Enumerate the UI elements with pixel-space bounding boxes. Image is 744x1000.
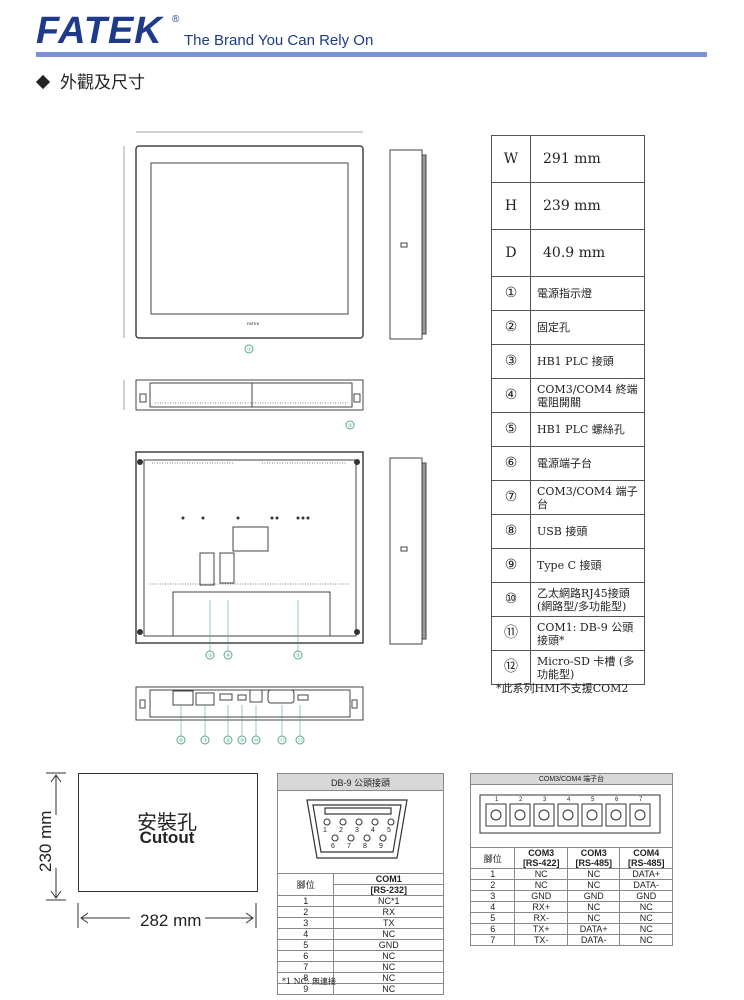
callout-1: ①	[247, 347, 252, 353]
callout-3: ③	[208, 653, 213, 659]
db9-col-std: [RS-232]	[333, 884, 444, 896]
com34-title: COM3/COM4 端子台	[470, 773, 673, 785]
callout-2: ②	[348, 423, 353, 429]
brand-logo: FATEK	[36, 10, 163, 52]
db9-col-com: COM1	[333, 873, 444, 885]
cutout-label-cn: 安裝孔	[137, 810, 197, 834]
registered-mark: ®	[172, 14, 180, 25]
com2-note: *此系列HMI不支援COM2	[496, 682, 629, 695]
db9-col-pin: 腳位	[276, 873, 335, 896]
com34-table: COM3/COM4 端子台 腳位 COM3[RS-422] COM3[RS-48…	[469, 773, 673, 946]
callout-11: ⑪	[280, 737, 285, 744]
callout-10: ⑩	[254, 738, 259, 744]
section-title: 外觀及尺寸	[35, 68, 145, 93]
callout-8: ⑧	[226, 738, 231, 744]
callout-6: ⑥	[179, 738, 184, 744]
section-title-text: 外觀及尺寸	[60, 73, 145, 93]
cutout-height: 230 mm	[36, 810, 55, 872]
callout-7: ⑦	[203, 738, 208, 744]
brand-tagline: The Brand You Can Rely On	[184, 32, 374, 49]
db9-title: DB-9 公頭接頭	[277, 773, 444, 791]
db9-footnote: *1 NC: 無連接	[282, 977, 336, 986]
callout-9: ⑨	[240, 738, 245, 744]
cutout-label-en: Cutout	[139, 828, 195, 847]
callout-12: ⑫	[298, 737, 303, 744]
cutout-width: 282 mm	[140, 911, 202, 930]
panel-logo: FATEK	[247, 321, 260, 326]
com34-col-pin: 腳位	[469, 847, 516, 869]
cutout-box	[78, 773, 258, 892]
callout-5: ⑤	[296, 653, 301, 659]
header-divider	[36, 52, 707, 57]
callout-4: ④	[226, 653, 231, 659]
